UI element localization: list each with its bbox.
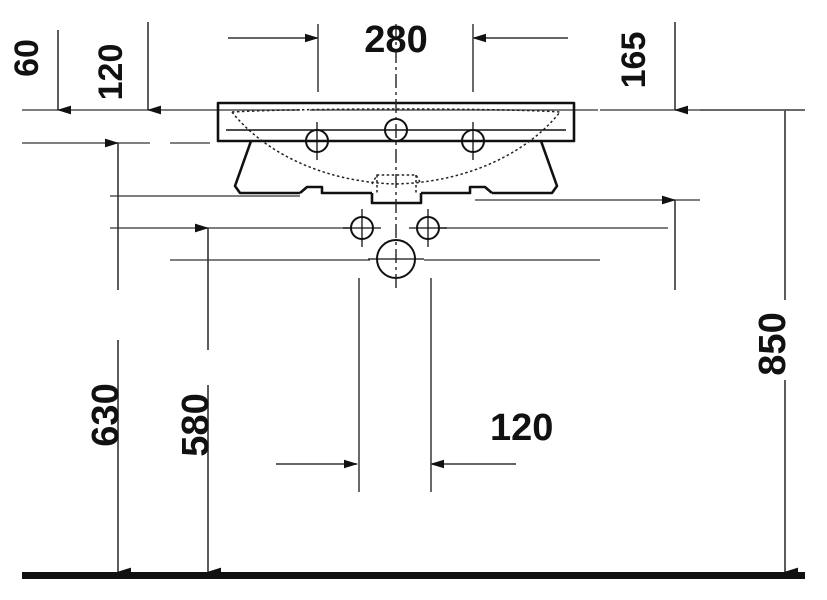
basin-bottom-right: [421, 185, 493, 195]
tap-hole-left: [298, 122, 336, 160]
wall-connections: [343, 209, 447, 279]
basin-rim: [216, 101, 576, 143]
dim-60-label: 60: [8, 39, 46, 77]
dim-165-label: 165: [615, 32, 653, 89]
water-inlet-left: [343, 209, 381, 247]
basin-bottom-left: [299, 185, 372, 195]
drain-wall-hidden: [376, 175, 417, 193]
dimension-630: 630: [85, 138, 131, 577]
basin-left-apron: [233, 140, 300, 195]
basin-right-apron: [492, 140, 559, 195]
bowl-rim-hidden: [231, 108, 561, 113]
dim-580-label: 580: [175, 393, 217, 456]
dimension-280: 280: [228, 19, 568, 92]
tap-holes: [298, 118, 492, 160]
tap-hole-right: [454, 122, 492, 160]
extension-lines: [22, 109, 805, 261]
dimension-120-bottom: 120: [276, 278, 553, 492]
dimension-580: 580: [175, 223, 221, 577]
floor-line-bar: [22, 572, 805, 579]
drain-funnel-hidden: [371, 174, 422, 185]
dim-850-label: 850: [752, 312, 794, 375]
dim-280-label: 280: [364, 19, 427, 61]
water-inlet-right: [409, 209, 447, 247]
dim-630-label: 630: [85, 383, 127, 446]
basin-bowl-hidden-edges: [231, 108, 561, 193]
dim-120-bottom-label: 120: [490, 407, 553, 449]
dimension-120-top: 120: [92, 22, 161, 115]
bowl-profile-hidden: [231, 111, 561, 185]
floor-line: [22, 572, 805, 579]
dimension-165: 165: [615, 22, 688, 290]
dimension-60: 60: [8, 30, 71, 115]
dim-120-top-label: 120: [92, 44, 130, 101]
dimension-850: 850: [752, 110, 798, 577]
